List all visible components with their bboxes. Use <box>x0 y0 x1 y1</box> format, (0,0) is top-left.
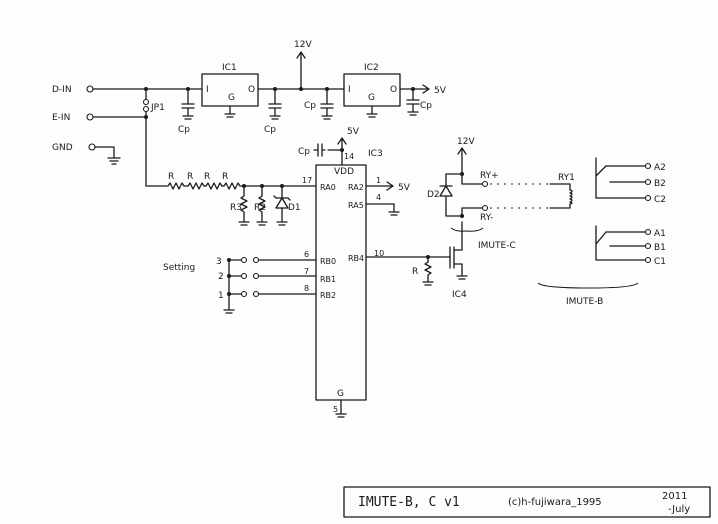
ic2-regulator: IC2 I G O <box>343 63 401 118</box>
month-text: -July <box>668 504 690 515</box>
svg-text:Cp: Cp <box>420 101 432 111</box>
cap-cp-3: Cp <box>304 88 334 120</box>
svg-text:B1: B1 <box>654 243 666 253</box>
cap-cp-ic3: Cp <box>298 143 343 157</box>
resistor-r3: R3 <box>230 185 250 226</box>
jumper-label: JP1 <box>150 103 165 113</box>
ic2-label: IC2 <box>364 63 379 73</box>
svg-text:2: 2 <box>218 272 224 282</box>
svg-text:7: 7 <box>304 267 309 276</box>
relay-drive: 12V D2 RY+ RY- IMUTE-C <box>427 137 516 251</box>
svg-text:C2: C2 <box>654 195 666 205</box>
svg-text:10: 10 <box>374 249 384 258</box>
svg-text:5V: 5V <box>347 127 360 137</box>
svg-text:6: 6 <box>304 250 309 259</box>
resistor-chain: R R R R <box>167 172 317 190</box>
svg-text:14: 14 <box>344 152 354 161</box>
svg-text:D1: D1 <box>288 203 301 213</box>
svg-text:C1: C1 <box>654 257 666 267</box>
svg-text:4: 4 <box>376 193 381 202</box>
svg-text:RY+: RY+ <box>480 171 499 181</box>
input-terminals: D-IN E-IN GND <box>52 85 121 165</box>
resistor-r2: R2 <box>254 185 268 226</box>
jumper-jp1: JP1 <box>142 88 165 118</box>
svg-text:RA5: RA5 <box>348 201 364 210</box>
svg-text:RY-: RY- <box>480 213 493 223</box>
ic4-label: IC4 <box>452 290 467 300</box>
svg-text:O: O <box>390 85 397 95</box>
setting-jumpers: Setting 3 2 1 <box>163 256 317 314</box>
svg-text:17: 17 <box>302 176 312 185</box>
svg-text:RB4: RB4 <box>348 254 364 263</box>
svg-text:5V: 5V <box>398 183 411 193</box>
svg-text:R: R <box>204 172 210 182</box>
imute-b-label: IMUTE-B <box>566 297 603 307</box>
svg-text:5: 5 <box>333 405 338 414</box>
svg-text:RA2: RA2 <box>348 183 364 192</box>
svg-text:R2: R2 <box>254 203 266 213</box>
svg-text:1: 1 <box>376 176 381 185</box>
svg-text:I: I <box>348 85 351 95</box>
svg-text:R: R <box>412 267 418 277</box>
d2-label: D2 <box>427 190 440 200</box>
svg-text:VDD: VDD <box>334 167 354 177</box>
resistor-r-pulldown: R <box>412 256 434 286</box>
gnd-label: GND <box>52 143 73 153</box>
svg-text:G: G <box>228 93 235 103</box>
relay-coil-ry1: RY1 <box>549 173 575 209</box>
svg-text:O: O <box>248 85 255 95</box>
supply-5v-label: 5V <box>434 86 447 96</box>
svg-text:Cp: Cp <box>304 101 316 111</box>
ic3-label: IC3 <box>368 149 383 159</box>
svg-text:I: I <box>206 85 209 95</box>
svg-text:8: 8 <box>304 284 309 293</box>
svg-text:G: G <box>337 389 344 399</box>
cap-cp-2: Cp <box>264 88 282 135</box>
e-in-label: E-IN <box>52 113 70 123</box>
svg-text:3: 3 <box>216 257 222 267</box>
supply-12v-label: 12V <box>294 40 312 50</box>
svg-text:1: 1 <box>218 291 224 301</box>
setting-label: Setting <box>163 263 195 273</box>
svg-text:RB2: RB2 <box>320 291 336 300</box>
svg-text:A2: A2 <box>654 163 666 173</box>
ic3-microcontroller: IC3 VDD G RA0 RA2 RA5 RB0 RB1 RB2 RB4 17… <box>302 149 384 414</box>
svg-text:R3: R3 <box>230 203 242 213</box>
d-in-terminal <box>86 85 94 93</box>
transistor-ic4: IC4 <box>449 221 468 300</box>
svg-text:RB1: RB1 <box>320 275 336 284</box>
svg-text:B2: B2 <box>654 179 666 189</box>
copyright-text: (c)h-fujiwara_1995 <box>508 497 602 508</box>
imute-c-label: IMUTE-C <box>478 241 516 251</box>
ic1-regulator: IC1 I G O <box>201 63 259 118</box>
e-in-terminal <box>86 113 94 121</box>
cap-cp-4: Cp <box>406 88 432 116</box>
svg-text:A1: A1 <box>654 229 666 239</box>
d-in-label: D-IN <box>52 85 72 95</box>
svg-text:Cp: Cp <box>264 125 276 135</box>
gnd-terminal <box>88 143 96 151</box>
year-text: 2011 <box>662 491 687 502</box>
title-block: IMUTE-B, C v1 (c)h-fujiwara_1995 2011 -J… <box>343 486 711 518</box>
svg-text:R: R <box>222 172 228 182</box>
zener-d1: D1 <box>273 185 301 226</box>
svg-text:RA0: RA0 <box>320 183 336 192</box>
title-text: IMUTE-B, C v1 <box>358 495 460 510</box>
svg-text:Cp: Cp <box>298 147 310 157</box>
svg-text:Cp: Cp <box>178 125 190 135</box>
svg-text:R: R <box>187 172 193 182</box>
svg-text:12V: 12V <box>457 137 475 147</box>
svg-text:RY1: RY1 <box>558 173 575 183</box>
ic1-label: IC1 <box>222 63 237 73</box>
svg-text:G: G <box>368 93 375 103</box>
cap-cp-1: Cp <box>178 88 195 135</box>
svg-text:RB0: RB0 <box>320 257 336 266</box>
relay-contacts: A2 B2 C2 A1 B1 C1 IMUTE-B <box>537 157 666 307</box>
svg-text:R: R <box>168 172 174 182</box>
